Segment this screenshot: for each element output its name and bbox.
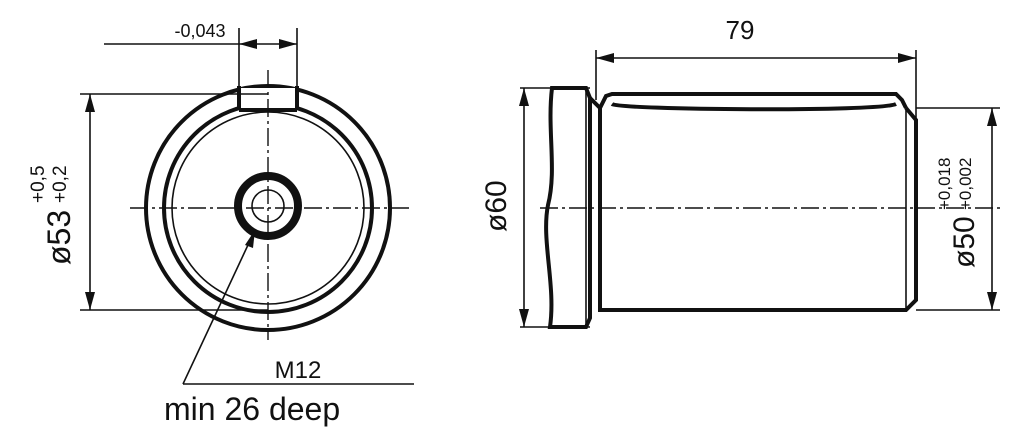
d53-tolerance-lower: +0,2 [50, 165, 71, 203]
d53-arrow-bottom [85, 292, 95, 310]
d50-arrow-top [987, 108, 997, 126]
length-label: 79 [726, 15, 755, 45]
d50-diameter-label: ø50 [948, 216, 981, 268]
thread-size-label: M12 [275, 357, 322, 384]
thread-leader-arrow [245, 230, 255, 248]
d53-tolerance-upper: +0,5 [28, 165, 49, 203]
keyway-tolerance-label: -0,043 [174, 21, 225, 41]
d50-arrow-bottom [987, 292, 997, 310]
thread-hole-outer [234, 172, 302, 240]
length-arrow-right [898, 53, 916, 63]
shaft-keyway-top [598, 92, 908, 109]
thread-leader-line [182, 229, 256, 385]
shaft-keyway-bottom [610, 102, 897, 112]
keyway-arrow-left [239, 39, 257, 49]
d60-arrow-bottom [519, 309, 529, 327]
shaft-outline [588, 96, 918, 312]
d60-diameter-label: ø60 [480, 180, 513, 232]
d53-diameter-label: ø53 [41, 210, 77, 265]
d50-tolerance-lower: +0,002 [956, 158, 975, 210]
d60-arrow-top [519, 88, 529, 106]
front-view: -0,043 ø53 +0,5 +0,2 M12 min 26 deep [28, 21, 414, 427]
length-arrow-left [596, 53, 614, 63]
thread-depth-label: min 26 deep [164, 391, 340, 427]
d50-tolerance-upper: +0,018 [935, 158, 954, 210]
side-view: 79 ø60 ø50 +0,018 +0,002 [480, 15, 1000, 329]
keyway-arrow-right [279, 39, 297, 49]
d53-arrow-top [85, 94, 95, 112]
